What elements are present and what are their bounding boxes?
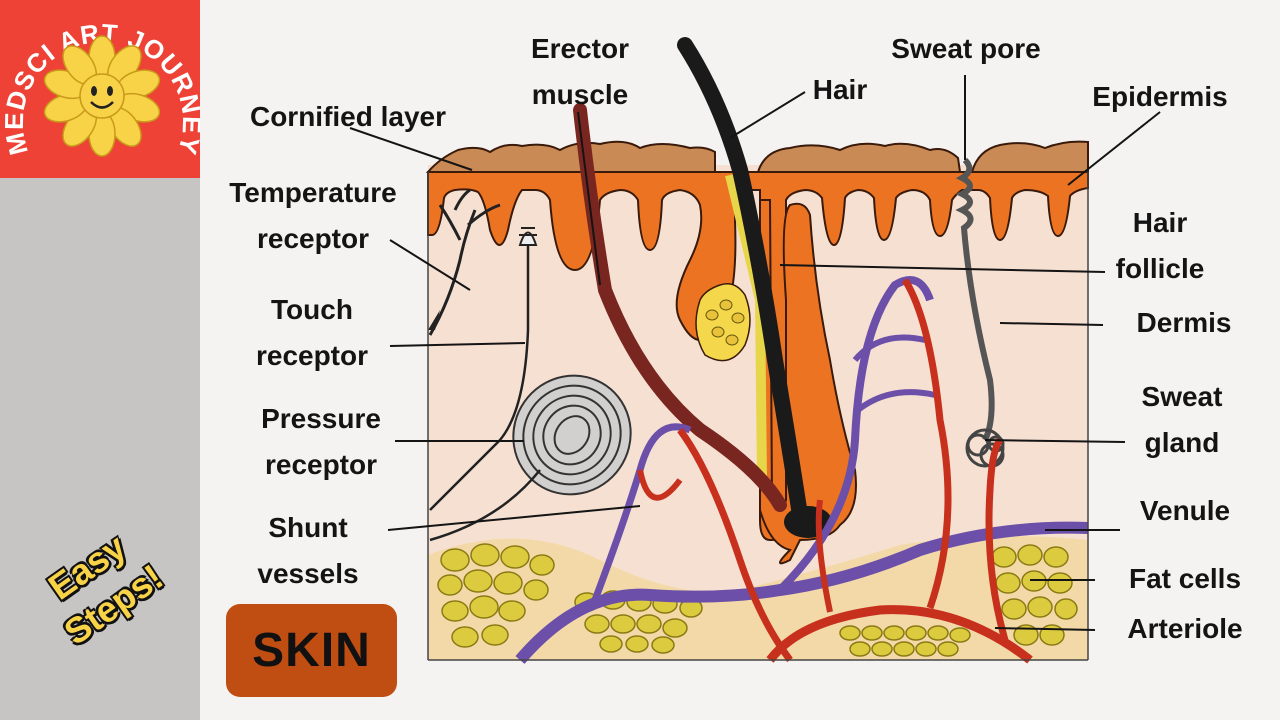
label-temperature-receptor: Temperature receptor [229,177,397,254]
hair-follicle-sheath [759,199,857,565]
label-touch-receptor: Touch receptor [255,294,369,371]
label-sweat-gland: Sweat gland [1141,381,1223,458]
label-sweat-pore: Sweat pore [891,33,1041,64]
label-hair: Hair [812,74,868,105]
arteriole-vessel [766,605,1033,664]
label-epidermis: Epidermis [1092,81,1228,112]
label-dermis: Dermis [1136,307,1232,338]
label-arteriole: Arteriole [1127,613,1243,644]
label-pressure-receptor: Pressure receptor [261,403,381,480]
temperature-receptor-nerve [428,188,501,336]
label-erector-muscle: Erector muscle [530,33,630,110]
label-hair-follicle: Hair follicle [1115,207,1205,284]
pressure-receptor [429,374,632,542]
touch-receptor-ending [518,227,538,246]
label-venule: Venule [1139,495,1231,526]
flower-icon: MEDSCI ART JOURNEY [0,18,200,159]
cornified-layer-right [756,142,962,173]
label-leader-lines [349,75,1161,631]
sweat-duct [955,157,995,442]
erector-muscle [573,103,787,512]
label-cornified-layer: Cornified layer [249,101,447,132]
hair-shaft [677,37,808,523]
label-fat-cells: Fat cells [1128,563,1242,594]
cornified-layer [425,140,716,173]
label-shunt-vessels: Shunt vessels [257,512,359,589]
brand-logo: MEDSCI ART JOURNEY [0,0,200,178]
skin-title-badge: SKIN [226,604,397,697]
cornified-layer-far-right [970,140,1089,173]
touch-receptor-nerve [429,245,530,511]
fat-cells [437,543,1078,657]
